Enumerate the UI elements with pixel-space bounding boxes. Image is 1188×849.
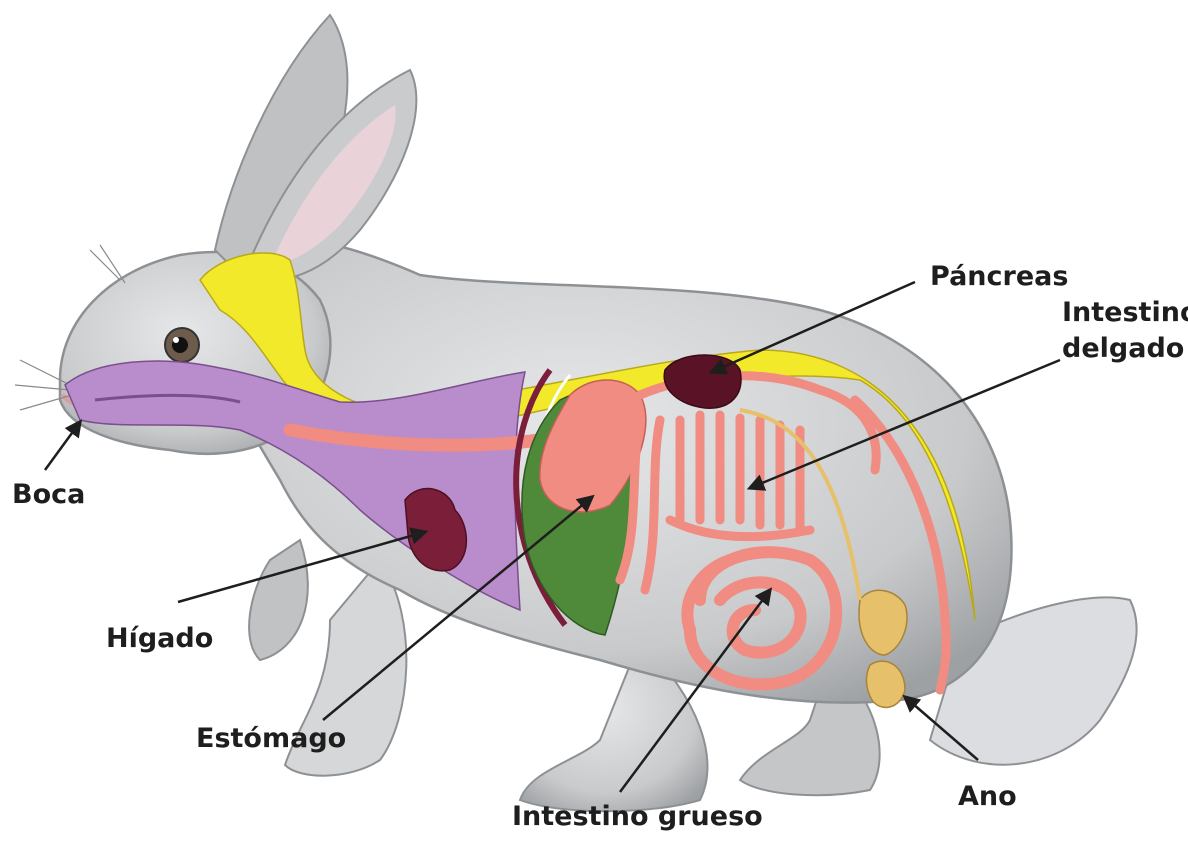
- label-intestino-grueso: Intestino grueso: [512, 800, 763, 834]
- arrow-boca: [45, 422, 80, 470]
- label-intestino-delgado-line1: Intestino: [1062, 296, 1188, 330]
- rabbit-front-leg-back: [249, 540, 308, 660]
- label-estomago: Estómago: [196, 722, 346, 756]
- label-intestino-delgado-line2: delgado: [1062, 332, 1184, 366]
- label-boca: Boca: [12, 478, 85, 512]
- rabbit-eye-highlight: [173, 337, 179, 343]
- label-higado: Hígado: [106, 622, 213, 656]
- label-pancreas: Páncreas: [930, 260, 1068, 294]
- label-ano: Ano: [958, 780, 1017, 814]
